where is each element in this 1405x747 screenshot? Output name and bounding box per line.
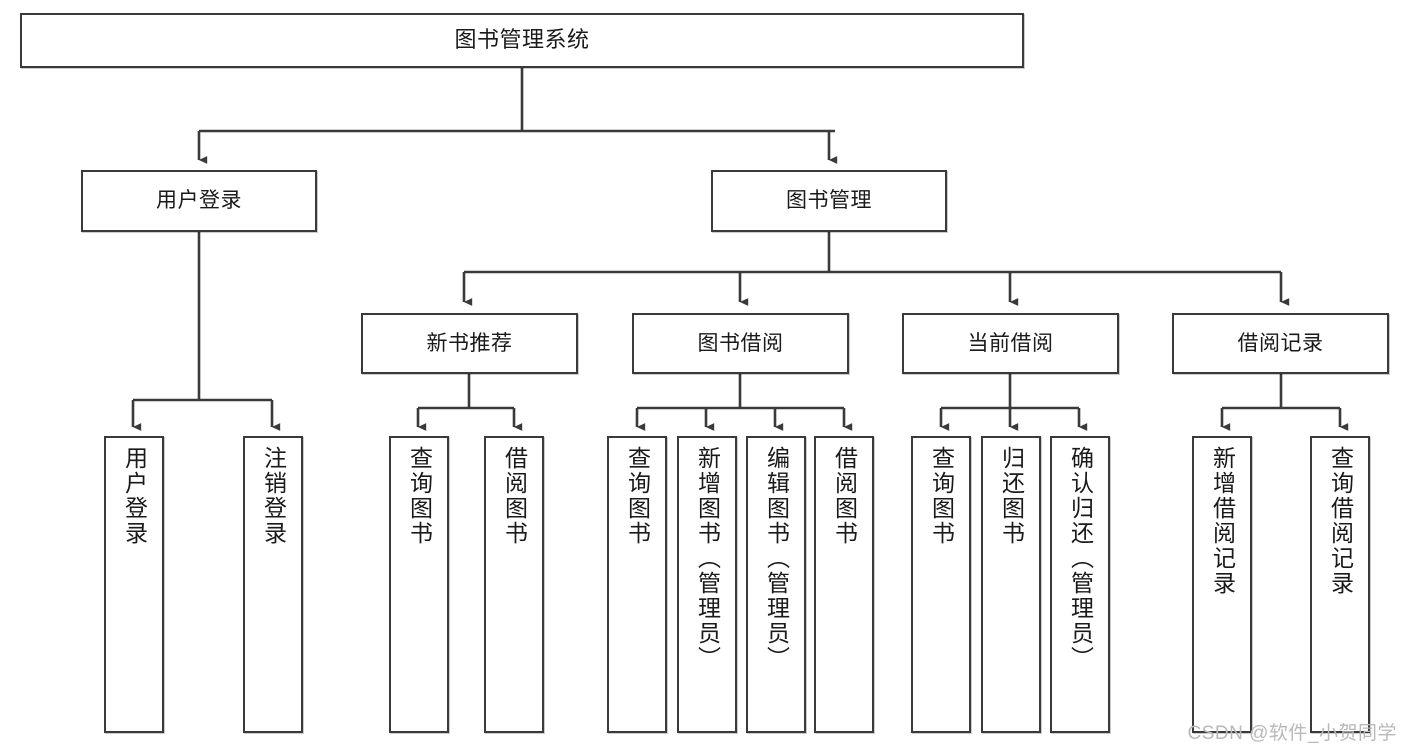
node-label: 查询借阅记录 [1327, 446, 1354, 596]
node-leaf-query-book-1[interactable]: 查询图书 [389, 436, 449, 733]
node-leaf-query-book-3[interactable]: 查询图书 [911, 436, 971, 733]
watermark-text: CSDN @软件_小贺同学 [1187, 723, 1397, 744]
node-label: 图书管理 [786, 189, 872, 213]
node-label: 新增借阅记录 [1209, 446, 1236, 596]
node-leaf-confirm-return[interactable]: 确认归还（管理员） [1050, 436, 1110, 733]
node-book-borrow[interactable]: 图书借阅 [632, 313, 849, 374]
node-leaf-query-record[interactable]: 查询借阅记录 [1310, 436, 1370, 733]
node-borrow-record[interactable]: 借阅记录 [1172, 313, 1389, 374]
node-leaf-query-book-2[interactable]: 查询图书 [607, 436, 667, 733]
node-book-manage[interactable]: 图书管理 [711, 170, 947, 232]
node-label: 借阅图书 [831, 446, 858, 546]
node-leaf-borrow-book-2[interactable]: 借阅图书 [814, 436, 874, 733]
node-leaf-add-book[interactable]: 新增图书（管理员） [677, 436, 737, 733]
node-leaf-user-login[interactable]: 用户登录 [104, 436, 164, 733]
node-root-system[interactable]: 图书管理系统 [20, 13, 1024, 68]
node-label: 用户登录 [156, 189, 242, 213]
node-leaf-borrow-book-1[interactable]: 借阅图书 [484, 436, 544, 733]
node-label: 确认归还（管理员） [1067, 446, 1094, 671]
node-current-borrow[interactable]: 当前借阅 [902, 313, 1119, 374]
node-leaf-logout-login[interactable]: 注销登录 [243, 436, 303, 733]
node-label: 查询图书 [624, 446, 651, 546]
node-label: 归还图书 [998, 446, 1025, 546]
node-label: 图书借阅 [697, 331, 784, 355]
node-label: 借阅记录 [1237, 331, 1324, 355]
node-label: 查询图书 [406, 446, 433, 546]
node-label: 注销登录 [260, 446, 287, 546]
node-label: 新书推荐 [426, 331, 513, 355]
node-label: 图书管理系统 [454, 27, 590, 53]
node-label: 用户登录 [121, 446, 148, 546]
node-label: 当前借阅 [967, 331, 1054, 355]
node-leaf-edit-book[interactable]: 编辑图书（管理员） [746, 436, 806, 733]
node-label: 借阅图书 [501, 446, 528, 546]
node-leaf-add-record[interactable]: 新增借阅记录 [1192, 436, 1252, 733]
node-label: 编辑图书（管理员） [763, 446, 790, 671]
node-label: 查询图书 [928, 446, 955, 546]
node-user-login[interactable]: 用户登录 [81, 170, 317, 232]
node-leaf-return-book[interactable]: 归还图书 [981, 436, 1041, 733]
node-new-book-recommend[interactable]: 新书推荐 [361, 313, 578, 374]
node-label: 新增图书（管理员） [694, 446, 721, 671]
